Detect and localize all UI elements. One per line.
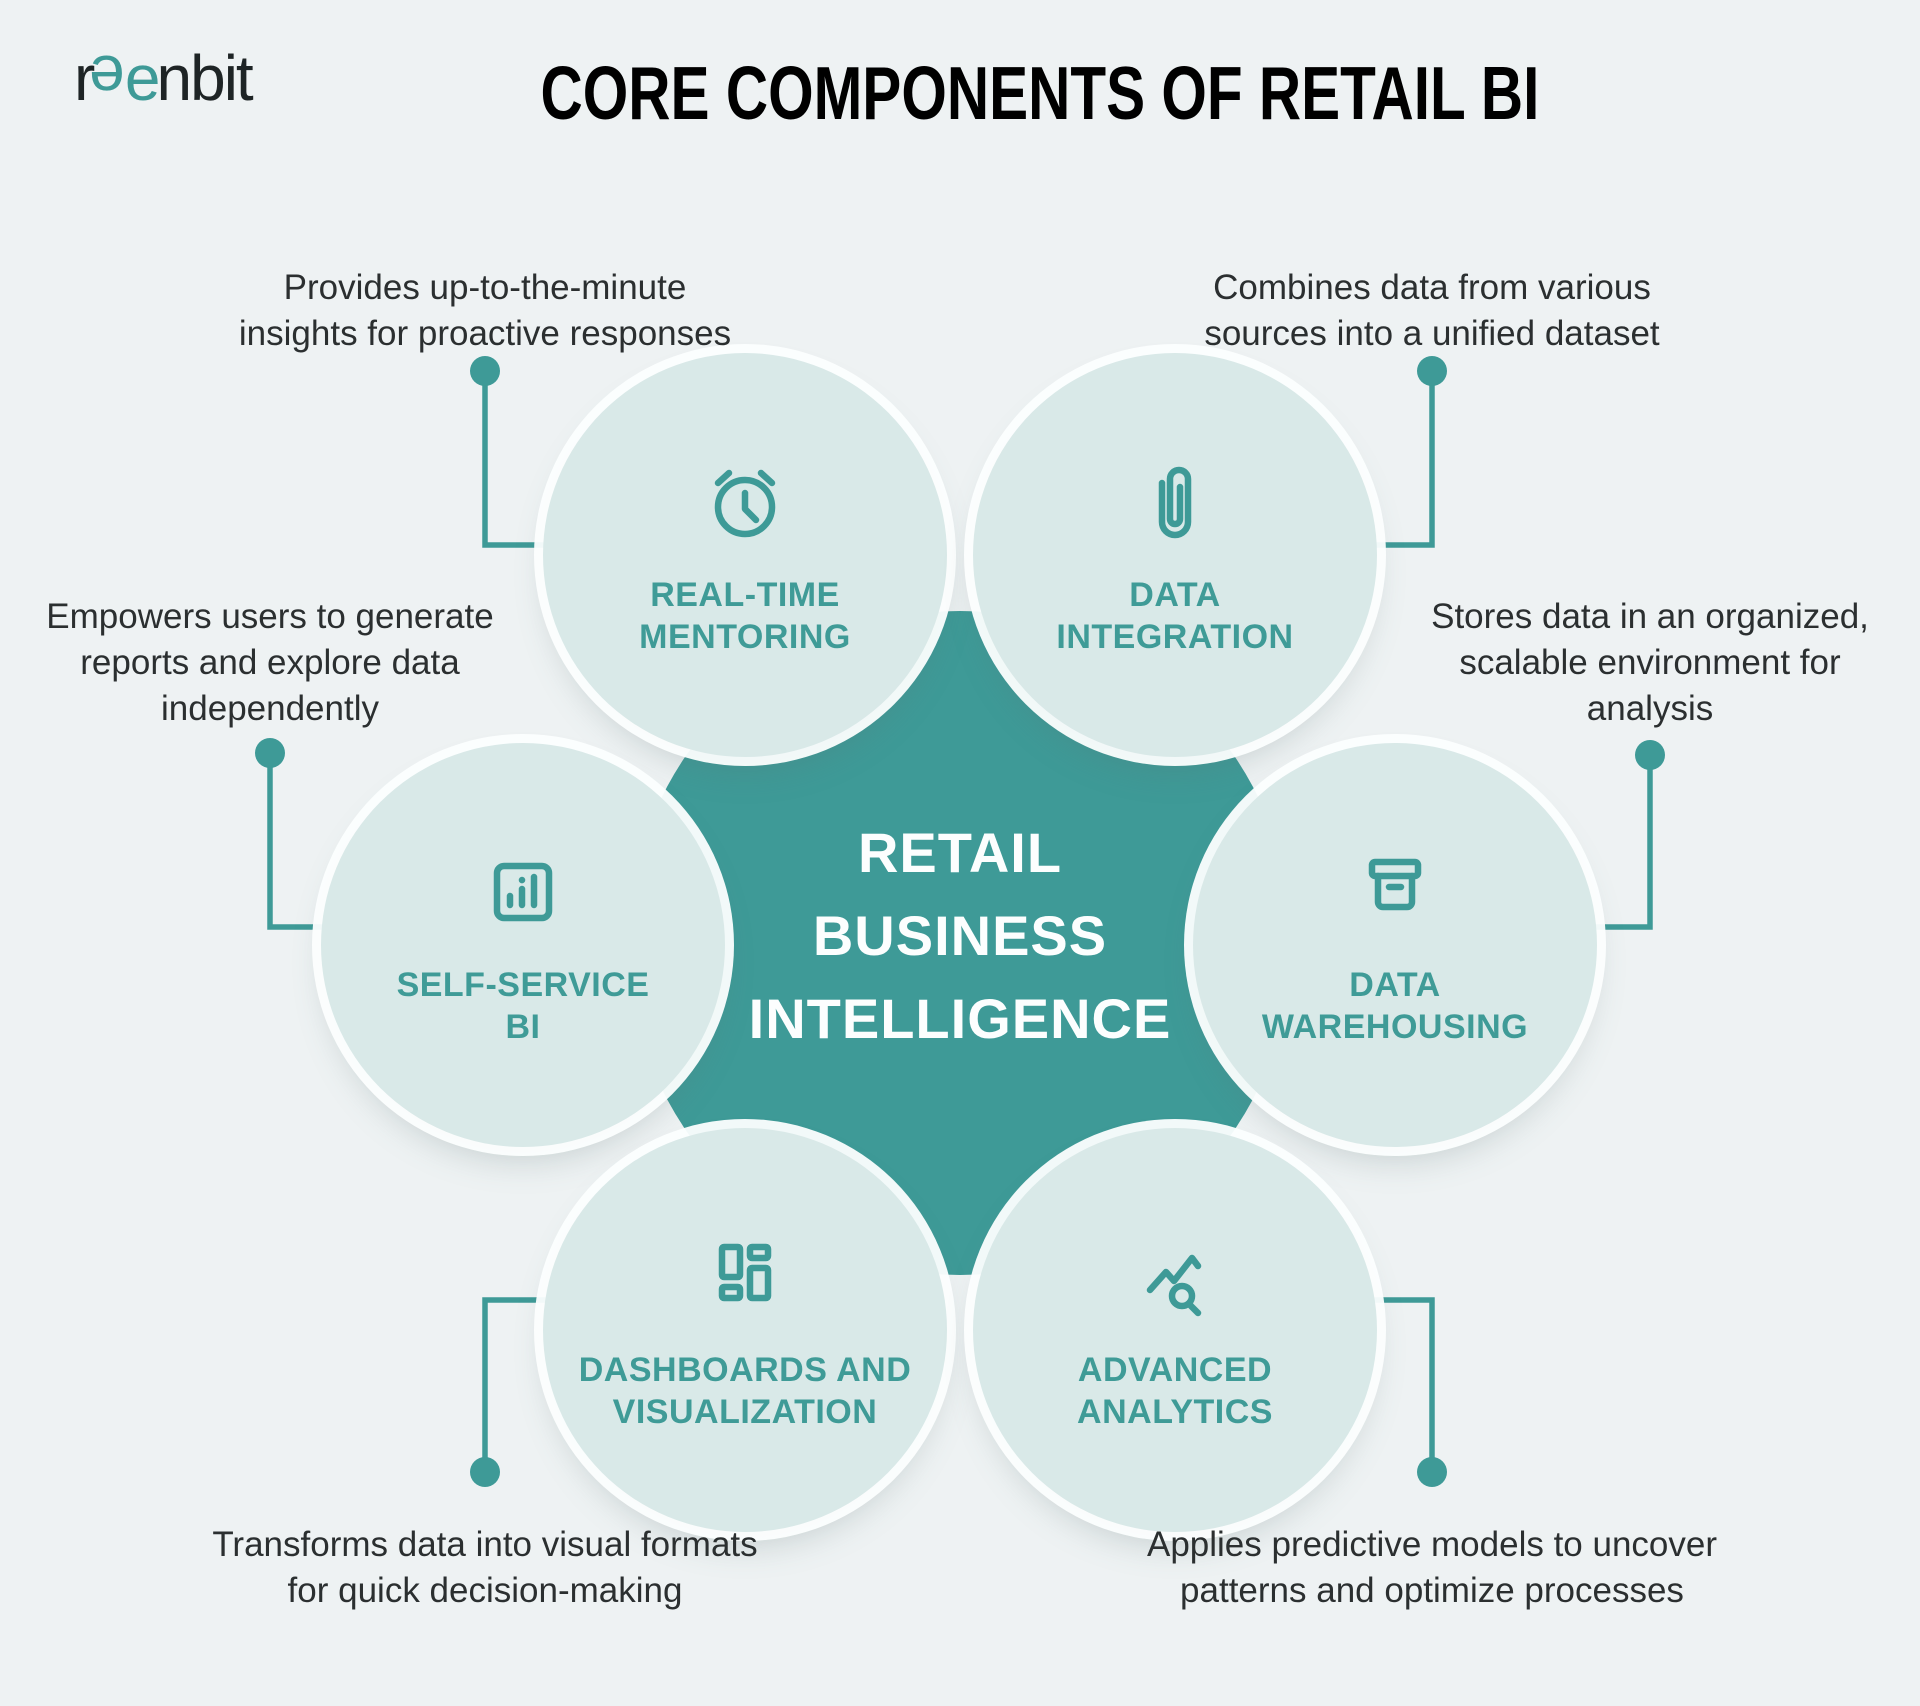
annotation-data-integration: Combines data from various sources into … [1204, 268, 1660, 353]
paperclip-icon [1158, 466, 1192, 538]
connector-dashboards-visualization [482, 1297, 548, 1472]
connector-real-time-mentoring [482, 371, 548, 548]
annotation-dashboards-visualization: Transforms data into visual formats for … [212, 1525, 758, 1610]
logo-suffix: nbit [156, 42, 254, 114]
component-label: ADVANCED ANALYTICS [1077, 1350, 1273, 1432]
component-circle-real-time-mentoring: REAL-TIME MENTORING [543, 353, 947, 757]
reenbit-logo: reenbit [74, 42, 254, 114]
connector-dot-self-service-bi [255, 738, 285, 768]
center-star-shape [628, 611, 1292, 1275]
connector-dot-advanced-analytics [1417, 1457, 1447, 1487]
component-circle-data-warehousing: DATA WAREHOUSING [1193, 743, 1597, 1147]
component-label: DATA INTEGRATION [1056, 575, 1294, 657]
component-circle-dashboards-visualization: DASHBOARDS AND VISUALIZATION [543, 1128, 947, 1532]
annotation-real-time-mentoring: Provides up-to-the-minute insights for p… [238, 268, 732, 353]
connector-data-integration [1372, 371, 1435, 548]
component-label: DATA WAREHOUSING [1261, 965, 1529, 1047]
component-label: DASHBOARDS AND VISUALIZATION [578, 1350, 912, 1432]
annotation-advanced-analytics: Applies predictive models to uncover pat… [1146, 1525, 1717, 1610]
component-label: REAL-TIME MENTORING [639, 575, 851, 657]
connector-advanced-analytics [1372, 1297, 1435, 1472]
annotation-self-service-bi: Empowers users to generate reports and e… [46, 597, 494, 728]
connector-dot-data-integration [1417, 356, 1447, 386]
archive-box-icon [1368, 858, 1422, 910]
connector-dot-real-time-mentoring [470, 356, 500, 386]
connector-self-service-bi [267, 753, 330, 930]
alarm-clock-icon [714, 469, 776, 537]
component-circle-self-service-bi: SELF-SERVICE BI [321, 743, 725, 1147]
connector-dot-dashboards-visualization [470, 1457, 500, 1487]
center-headline: RETAIL BUSINESS INTELLIGENCE [748, 821, 1172, 1050]
dashboard-icon [718, 1243, 772, 1301]
page-title: CORE COMPONENTS OF RETAIL BI [540, 51, 1540, 135]
annotation-data-warehousing: Stores data in an organized, scalable en… [1431, 597, 1869, 728]
bar-chart-icon [493, 862, 553, 921]
logo-e: e [124, 42, 161, 114]
connector-data-warehousing [1590, 755, 1653, 930]
analytics-magnifier-icon [1146, 1254, 1202, 1316]
component-label: SELF-SERVICE BI [396, 965, 650, 1047]
component-circle-advanced-analytics: ADVANCED ANALYTICS [973, 1128, 1377, 1532]
logo-prefix: r [74, 42, 95, 114]
component-circle-data-integration: DATA INTEGRATION [973, 353, 1377, 757]
connector-dot-data-warehousing [1635, 740, 1665, 770]
